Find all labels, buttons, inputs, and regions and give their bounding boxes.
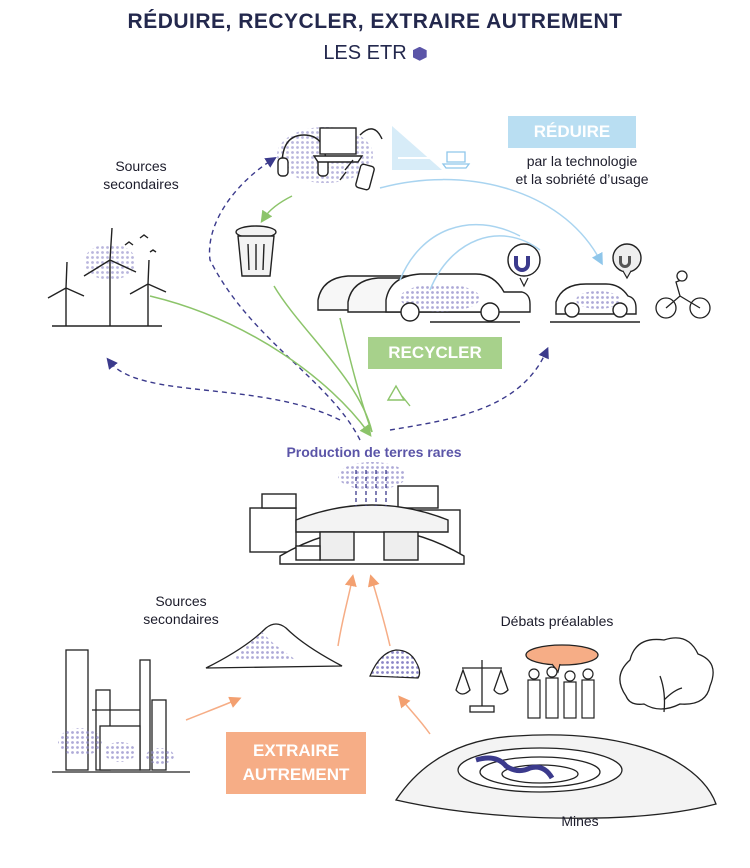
cyclist-illustration bbox=[655, 270, 711, 319]
badge-extraire-autrement: EXTRAIRE AUTREMENT bbox=[226, 732, 366, 794]
purple-dashed-arrows bbox=[106, 157, 549, 441]
badge-recycler: RECYCLER bbox=[368, 337, 502, 369]
laptop-reduction-illustration bbox=[392, 126, 471, 170]
page-subtitle: LES ETR bbox=[0, 42, 750, 65]
label-reduire-caption-2: et la sobriété d’usage bbox=[515, 171, 649, 187]
magnet-icon-small bbox=[612, 243, 642, 280]
label-production-terres-rares: Production de terres rares bbox=[286, 444, 462, 460]
label-mines: Mines bbox=[561, 813, 599, 829]
recycle-icon bbox=[386, 384, 411, 407]
badge-extraire-line1: EXTRAIRE bbox=[253, 741, 339, 760]
scale-icon bbox=[455, 660, 509, 713]
blue-reduce-arrows bbox=[379, 178, 603, 291]
devices-illustration bbox=[277, 127, 383, 191]
page-title: RÉDUIRE, RECYCLER, EXTRAIRE AUTREMENT bbox=[127, 10, 623, 33]
hexagon-icon bbox=[412, 46, 427, 61]
trash-bin-illustration bbox=[235, 225, 277, 277]
ore-pile-illustration bbox=[369, 649, 421, 679]
factory-feed-lines bbox=[355, 470, 387, 506]
tree-illustration bbox=[619, 637, 714, 713]
subtitle-text: LES ETR bbox=[323, 42, 407, 64]
label-sources-secondaires-top: Sources secondaires bbox=[103, 158, 179, 192]
label-reduire-caption-1: par la technologie bbox=[526, 153, 638, 169]
label-debats-prealables: Débats préalables bbox=[500, 613, 614, 629]
cars-illustration bbox=[317, 273, 640, 323]
mountain-illustration bbox=[205, 623, 343, 669]
factory-illustration bbox=[249, 462, 465, 565]
debate-bubble bbox=[525, 644, 599, 674]
badge-extraire-line2: AUTREMENT bbox=[242, 765, 350, 784]
people-group-illustration bbox=[527, 666, 595, 719]
magnet-icon-large bbox=[507, 243, 541, 288]
orange-extract-arrows bbox=[185, 574, 431, 735]
badge-reduire: RÉDUIRE bbox=[508, 116, 636, 148]
label-sources-secondaires-bottom: Sources secondaires bbox=[143, 593, 219, 627]
refinery-illustration bbox=[52, 649, 190, 773]
green-recycle-arrows bbox=[149, 195, 373, 437]
mine-pit-illustration bbox=[394, 734, 717, 819]
wind-turbines-illustration bbox=[47, 227, 167, 327]
